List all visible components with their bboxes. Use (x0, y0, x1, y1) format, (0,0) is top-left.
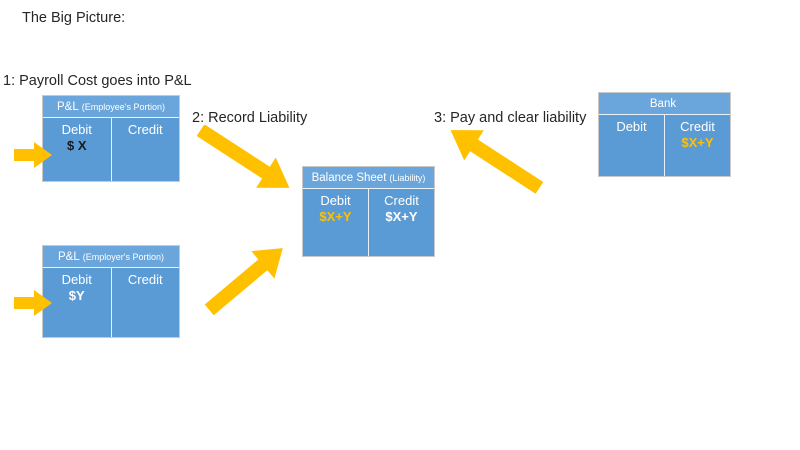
credit-value: $X+Y (681, 135, 714, 151)
credit-value: $X+Y (385, 209, 418, 225)
t-account-credit-column: Credit (112, 118, 180, 181)
t-account-header: Balance Sheet (Liability) (303, 167, 434, 189)
t-account-header: P&L (Employer's Portion) (43, 246, 179, 268)
t-account-pl-employee: P&L (Employee's Portion) Debit $ X Credi… (42, 95, 180, 182)
credit-label: Credit (680, 119, 715, 134)
arrow-record-liability-from-employer-icon (204, 248, 283, 316)
debit-label: Debit (61, 272, 92, 287)
debit-label: Debit (320, 193, 351, 208)
credit-label: Credit (127, 272, 163, 287)
debit-value: $Y (68, 288, 85, 304)
t-account-balance-sheet: Balance Sheet (Liability) Debit $X+Y Cre… (302, 166, 435, 257)
credit-label: Credit (384, 193, 419, 208)
t-account-credit-column: Credit $X+Y (369, 189, 434, 256)
t-account-header-sub: (Liability) (389, 172, 426, 183)
t-account-header-main: Balance Sheet (311, 171, 387, 184)
debit-value: $ X (66, 138, 87, 154)
arrow-into-pl-employee-icon (14, 142, 52, 168)
t-account-header: P&L (Employee's Portion) (43, 96, 179, 118)
t-account-credit-column: Credit (112, 268, 180, 337)
step-2-label: 2: Record Liability (192, 110, 308, 126)
arrow-record-liability-from-employee-icon (196, 125, 290, 188)
debit-label: Debit (61, 122, 92, 137)
t-account-debit-column: Debit $Y (43, 268, 112, 337)
t-account-body: Debit $Y Credit (43, 268, 179, 337)
t-account-debit-column: Debit $X+Y (303, 189, 369, 256)
step-1-label: 1: Payroll Cost goes into P&L (3, 73, 192, 89)
page-title: The Big Picture: (22, 10, 126, 26)
t-account-header-main: Bank (649, 97, 677, 110)
arrow-into-pl-employer-icon (14, 290, 52, 316)
t-account-header-main: P&L (58, 250, 80, 263)
t-account-body: Debit $ X Credit (43, 118, 179, 181)
arrow-pay-clear-liability-icon (450, 130, 544, 194)
t-account-header: Bank (599, 93, 730, 115)
debit-label: Debit (616, 119, 647, 134)
t-account-debit-column: Debit (599, 115, 665, 176)
t-account-pl-employer: P&L (Employer's Portion) Debit $Y Credit (42, 245, 180, 338)
credit-label: Credit (127, 122, 163, 137)
t-account-debit-column: Debit $ X (43, 118, 112, 181)
t-account-bank: Bank Debit Credit $X+Y (598, 92, 731, 177)
debit-value: $X+Y (319, 209, 352, 225)
t-account-body: Debit $X+Y Credit $X+Y (303, 189, 434, 256)
t-account-header-main: P&L (57, 100, 79, 113)
t-account-credit-column: Credit $X+Y (665, 115, 730, 176)
t-account-header-sub: (Employer's Portion) (82, 251, 164, 262)
t-account-header-sub: (Employee's Portion) (81, 101, 165, 112)
t-account-body: Debit Credit $X+Y (599, 115, 730, 176)
step-3-label: 3: Pay and clear liability (434, 110, 587, 126)
